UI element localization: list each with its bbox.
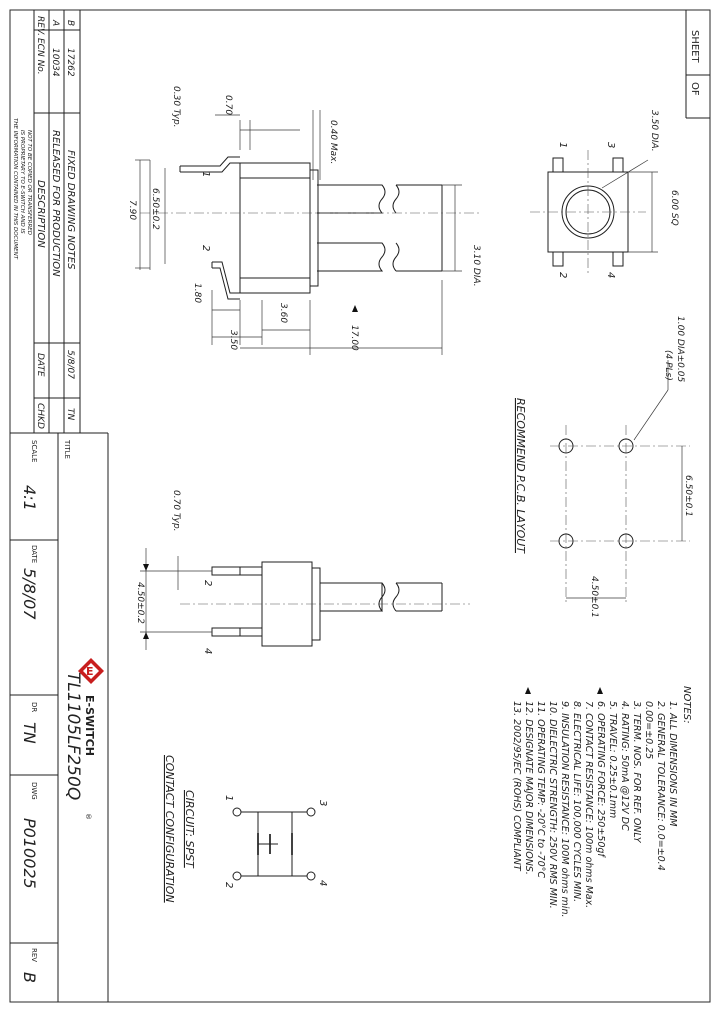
- drawn-by-value: TN: [20, 722, 39, 744]
- notes-block: NOTES: 1. ALL DIMENSIONS IN MM 2. GENERA…: [511, 686, 692, 917]
- dwg-label: DWG: [30, 782, 38, 800]
- note-2: 2. GENERAL TOLERANCE: 0.0=±0.4: [655, 701, 666, 871]
- row-b-ecn: 17262: [65, 48, 75, 77]
- ecn-header: ECN No.: [35, 38, 45, 75]
- dim-790: 7.90: [127, 200, 137, 220]
- note-4: 4. RATING: 50mA @12V DC: [619, 701, 630, 831]
- pcb-title: RECOMMEND P.C.B. LAYOUT: [514, 398, 527, 554]
- note-5: 5. TRAVEL: 0.25±0.1mm: [607, 701, 618, 818]
- of-label: OF: [689, 82, 700, 96]
- pcb-dim-650: 6.50±0.1: [683, 475, 693, 517]
- circuit-diagram: CIRCUIT: SPST CONTACT CONFIGURATION 1 2 …: [163, 755, 328, 903]
- rev-label: REV: [30, 948, 38, 962]
- note-13: 13. 2002/95/EC (ROHS) COMPLIANT: [511, 701, 522, 872]
- circuit-title: CIRCUIT: SPST: [183, 790, 196, 869]
- dim-040-max: 0.40 Max.: [328, 120, 338, 164]
- date-header: DATE: [35, 353, 45, 377]
- rev-header: REV.: [35, 16, 45, 36]
- side-view: 0.30 Typ. 0.70 0.40 Max. 6.50±0.2 7.90 3…: [127, 86, 481, 355]
- proprietary-line-1: THE INFORMATION CONTAINED IN THIS DOCUME…: [12, 118, 18, 260]
- row-b-checked: TN: [65, 408, 75, 420]
- title-label: TITLE: [63, 439, 71, 459]
- dim-4-pls: (4 PLs): [663, 350, 673, 381]
- row-b-date: 5/8/07: [65, 350, 75, 379]
- date-value: 5/8/07: [20, 568, 39, 620]
- proprietary-line-3: NOT TO BE COPIED OR TRANSFERRED: [26, 130, 32, 235]
- note-12-flag: [525, 687, 531, 694]
- dim-180: 1.80: [192, 283, 202, 303]
- dim-030-typ: 0.30 Typ.: [171, 86, 181, 128]
- circuit-t2: 2: [223, 882, 234, 888]
- proprietary-line-2: IS PROPRIETARY TO E-SWITCH AND IS: [19, 130, 25, 234]
- side-pin-1: 1: [200, 171, 211, 177]
- dim-100-dia: 1.00 DIA±0.05: [675, 316, 685, 382]
- sheet-box: SHEET OF: [685, 10, 710, 119]
- note-10: 10. DIELECTRIC STRENGTH: 250V RMS MIN.: [547, 701, 558, 909]
- dwg-number: P010025: [20, 818, 39, 889]
- row-a-ecn: 10034: [50, 48, 60, 77]
- dim-350: 3.50: [228, 330, 238, 350]
- sheet-label: SHEET: [689, 30, 700, 64]
- note-11: 11. OPERATING TEMP: -20°C to -70°C: [535, 701, 546, 878]
- note-6-flag: [597, 687, 603, 694]
- front-dim-070-typ: 0.70 Typ.: [171, 490, 181, 532]
- top-pin-1: 1: [557, 142, 568, 148]
- dim-360: 3.60: [278, 303, 288, 323]
- dim-650: 6.50±0.2: [150, 188, 160, 230]
- dim-310-dia: 3.10 DIA.: [471, 245, 481, 287]
- scale-value: 4:1: [20, 485, 39, 511]
- row-b-rev: B: [65, 20, 75, 26]
- top-view: 3.50 DIA. 6.00 SQ 1 3 2 4: [530, 110, 679, 278]
- front-pin-2: 2: [202, 580, 213, 586]
- note-1: 1. ALL DIMENSIONS IN MM: [667, 701, 678, 826]
- title-block: TITLE TL1105LF250Q SCALE 4:1 DATE 5/8/07…: [10, 432, 109, 1002]
- company-name: E-SWITCH: [83, 695, 96, 756]
- rev-value: B: [20, 972, 39, 983]
- pcb-layout: RECOMMEND P.C.B. LAYOUT 1.00 DIA±0.05 (4…: [514, 316, 693, 618]
- circuit-t4: 4: [317, 880, 328, 886]
- revision-table: REV. ECN No. DESCRIPTION DATE CHKD A 100…: [10, 10, 81, 434]
- note-7: 7. CONTACT RESISTANCE: 100m ohms Max.: [583, 701, 594, 908]
- note-9: 9. INSULATION RESISTANCE: 100M ohms min.: [559, 701, 570, 917]
- description-header: DESCRIPTION: [35, 180, 46, 248]
- dim-350-dia: 3.50 DIA.: [649, 110, 659, 152]
- top-pin-3: 3: [605, 142, 616, 148]
- note-8: 8. ELECTRICAL LIFE: 100,000 CYCLES MIN.: [571, 701, 582, 902]
- top-pin-4: 4: [605, 272, 616, 278]
- drawn-by-label: DR: [30, 702, 38, 712]
- pcb-dim-450: 4.50±0.1: [589, 576, 599, 618]
- scale-label: SCALE: [30, 440, 38, 462]
- dim-600-sq: 6.00 SQ: [669, 190, 679, 226]
- date-label: DATE: [30, 545, 38, 563]
- company-logo: E E-SWITCH ®: [78, 658, 104, 820]
- circuit-t3: 3: [317, 800, 328, 806]
- checked-header: CHKD: [35, 403, 45, 429]
- circuit-t1: 1: [223, 795, 234, 801]
- note-12: 12. DESIGNATE MAJOR DIMENSIONS.: [523, 701, 534, 875]
- svg-text:E: E: [86, 665, 94, 678]
- front-dim-450: 4.50±0.2: [135, 582, 145, 624]
- note-3: 3. TERM. NOS. FOR REF. ONLY: [631, 701, 642, 844]
- note-6: 6. OPERATING FORCE: 250±50gf: [595, 701, 606, 858]
- top-pin-2: 2: [557, 272, 568, 278]
- dim-1700: 17.00: [349, 325, 359, 351]
- dim-070: 0.70: [223, 95, 233, 115]
- row-b-description: FIXED DRAWING NOTES: [65, 150, 76, 270]
- row-a-rev: A: [50, 19, 60, 26]
- side-pin-2: 2: [200, 245, 211, 251]
- row-a-description: RELEASED FOR PRODUCTION: [50, 130, 61, 277]
- contact-config-title: CONTACT CONFIGURATION: [163, 755, 176, 903]
- notes-heading: NOTES:: [681, 686, 692, 724]
- front-view: 0.70 Typ. 4.50±0.2 2 4: [135, 490, 470, 654]
- front-pin-4: 4: [202, 648, 213, 654]
- registered-mark: ®: [84, 813, 92, 820]
- note-2b: 0.00=±0.25: [643, 701, 654, 759]
- part-number: TL1105LF250Q: [63, 672, 83, 800]
- sheet-border: [9, 9, 711, 1003]
